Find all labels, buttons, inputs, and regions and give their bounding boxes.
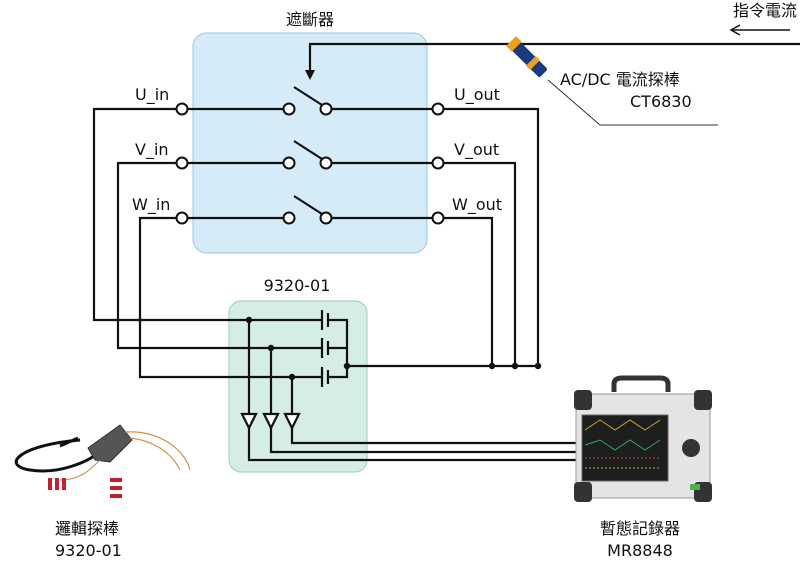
w-in-label: W_in [132,195,170,215]
logic-module-title: 9320-01 [264,276,331,295]
v-out-label: V_out [454,140,499,160]
command-line [308,42,800,72]
terminals [175,102,445,225]
logic-probe-caption: 邏輯探棒 9320-01 [55,518,122,562]
current-probe-label-2: CT6830 [630,92,692,111]
w-out-label: W_out [452,195,502,215]
recorder-image [574,375,712,502]
current-probe-label-1: AC/DC 電流探棒 [560,70,680,89]
breaker-box [192,32,428,254]
breaker-title: 遮斷器 [286,10,334,29]
recorder-label-2: MR8848 [607,541,673,560]
current-direction-arrow [729,24,790,36]
command-current-label: 指令電流 [733,1,797,20]
logic-probe-image [14,424,191,498]
recorder-label-1: 暫態記錄器 [599,519,680,538]
logic-module-box [228,300,368,473]
junction-dots [245,316,542,381]
u-in-label: U_in [135,85,169,105]
current-probe-image [506,36,718,126]
logic-probe-label-1: 邏輯探棒 [55,519,120,538]
phase-wires [92,86,580,462]
recorder-caption: 暫態記錄器 MR8848 [580,518,700,562]
command-arrowhead [305,70,315,80]
logic-probe-label-2: 9320-01 [55,541,122,560]
u-out-label: U_out [454,85,500,105]
v-in-label: V_in [135,140,169,160]
